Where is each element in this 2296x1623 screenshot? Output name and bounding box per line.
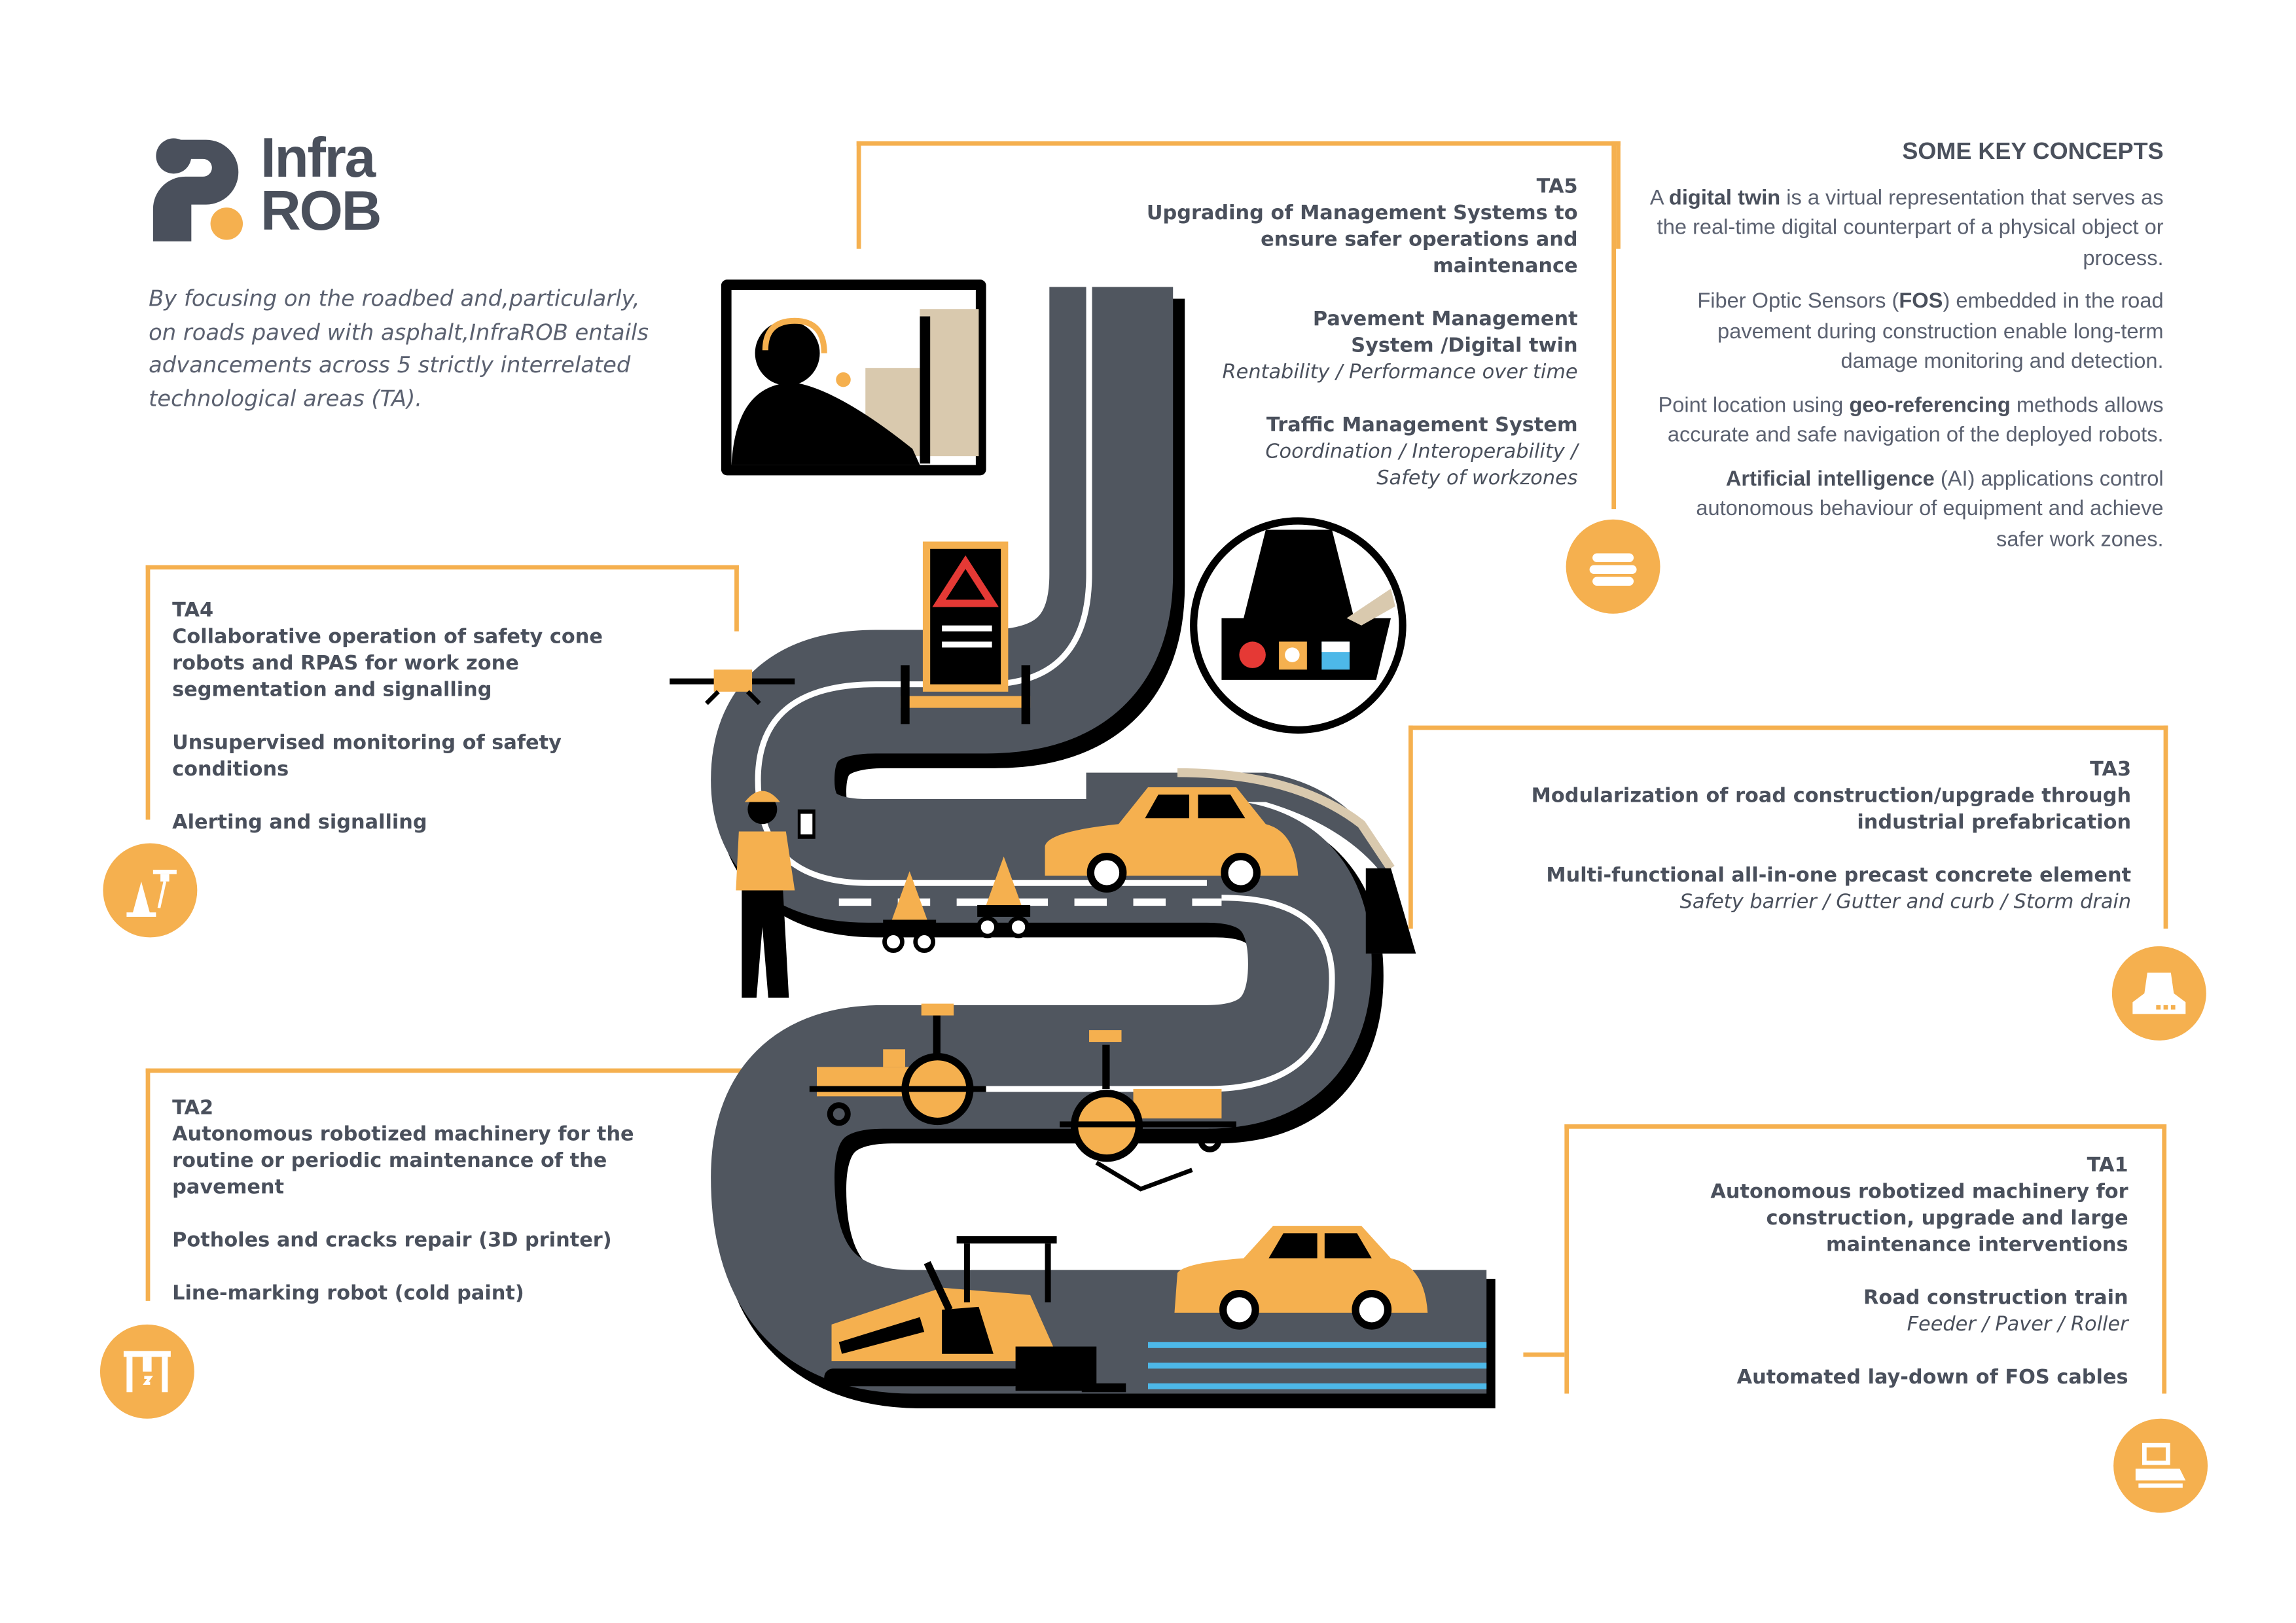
ta4-item1: Unsupervised monitoring of safety condit… — [172, 731, 562, 782]
fos-cables — [1147, 1342, 1487, 1389]
ta4-item2: Alerting and signalling — [172, 811, 427, 835]
ta1-bracket-foot — [1523, 1352, 1565, 1357]
ta2-block: TA2 Autonomous robotized machinery for t… — [172, 1095, 702, 1307]
ta1-bracket — [1564, 1124, 2167, 1394]
intro-text: By focusing on the roadbed and,particula… — [149, 285, 649, 412]
ta5-title: Upgrading of Management Systems to ensur… — [1146, 202, 1578, 279]
ta5-icon — [1566, 519, 1660, 614]
road-lane-line-2 — [897, 895, 1335, 1092]
logo-text-infra: Infra — [260, 128, 376, 190]
worker-with-tablet — [736, 791, 816, 998]
ta5-item1: Pavement Management System /Digital twin — [1312, 307, 1578, 358]
ta3-title: Modularization of road construction/upgr… — [1531, 784, 2132, 835]
road — [711, 287, 1487, 1394]
ta4-icon — [103, 843, 198, 938]
concept-digital-twin: A digital twin is a virtual representati… — [1649, 186, 2164, 270]
barrier-icon — [2132, 972, 2186, 1014]
concept-geo-referencing: Point location using geo-referencing met… — [1658, 393, 2164, 448]
ta5-block: TA5 Upgrading of Management Systems to e… — [1119, 173, 1578, 491]
key-concepts-title: SOME KEY CONCEPTS — [1902, 139, 2164, 165]
car-lower — [1174, 1226, 1428, 1330]
ta2-bracket — [145, 1068, 768, 1301]
ta3-item1: Multi-functional all-in-one precast conc… — [1546, 863, 2132, 887]
cone-drone-icon — [126, 869, 177, 917]
ta1-item1: Road construction train — [1863, 1286, 2128, 1310]
ta4-block: TA4 Collaborative operation of safety co… — [172, 597, 673, 836]
ta4-bracket-tick — [734, 565, 739, 632]
ta5-item2-sub: Coordination / Interoperability / Safety… — [1265, 440, 1578, 490]
concept-ai: Artificial intelligence (AI) application… — [1696, 467, 2164, 552]
ta5-item1-sub: Rentability / Performance over time — [1222, 360, 1578, 384]
ta5-code: TA5 — [1536, 175, 1578, 199]
concept-fos: Fiber Optic Sensors (FOS) embedded in th… — [1697, 289, 2164, 374]
ta2-icon — [99, 1324, 194, 1419]
cloud-icon — [1589, 553, 1637, 586]
car-upper — [1045, 787, 1299, 893]
precast-barrier — [1086, 768, 1416, 954]
printer-icon — [123, 1351, 171, 1393]
ta2-code: TA2 — [172, 1096, 214, 1120]
ta1-code: TA1 — [2087, 1153, 2128, 1177]
ta4-bracket — [145, 565, 739, 820]
control-room-monitor — [721, 279, 986, 476]
ta5-item2: Traffic Management System — [1266, 413, 1578, 437]
paver-icon — [2135, 1442, 2186, 1488]
ta5-bracket-right — [1611, 141, 1617, 510]
ta2-item2: Line-marking robot (cold paint) — [172, 1281, 524, 1306]
drone — [670, 669, 795, 705]
sensor-camera — [1190, 517, 1407, 734]
pothole-repair-robot — [1060, 1030, 1236, 1192]
warning-sign-robot — [901, 541, 1031, 724]
ta3-bracket — [1408, 725, 2168, 929]
logo-mark-icon — [152, 138, 243, 241]
ta4-code: TA4 — [172, 599, 214, 623]
ta1-block: TA1 Autonomous robotized machinery for c… — [1693, 1152, 2128, 1391]
ta4-title: Collaborative operation of safety cone r… — [172, 625, 603, 702]
ta1-item1-sub: Feeder / Paver / Roller — [1907, 1312, 2128, 1336]
ta1-item2: Automated lay-down of FOS cables — [1736, 1365, 2128, 1389]
key-concepts: SOME KEY CONCEPTS A digital twin is a vi… — [1649, 138, 2164, 568]
ta2-item1: Potholes and cracks repair (3D printer) — [172, 1228, 612, 1253]
ta3-item1-sub: Safety barrier / Gutter and curb / Storm… — [1679, 890, 2132, 914]
ta3-icon — [2111, 946, 2206, 1041]
ta1-icon — [2113, 1418, 2208, 1513]
ta3-block: TA3 Modularization of road construction/… — [1531, 757, 2131, 916]
paver-machine — [824, 1236, 1126, 1393]
road-illustration — [670, 279, 1496, 1409]
ta1-title: Autonomous robotized machinery for const… — [1710, 1180, 2128, 1257]
logo-text-rob: ROB — [260, 181, 382, 243]
ta3-code: TA3 — [2090, 758, 2132, 782]
ta5-bracket — [856, 141, 1621, 249]
line-marking-robot — [809, 1003, 986, 1126]
cone-robots — [882, 856, 1031, 954]
ta2-title: Autonomous robotized machinery for the r… — [172, 1122, 634, 1200]
infrarob-logo: Infra ROB — [150, 128, 408, 246]
